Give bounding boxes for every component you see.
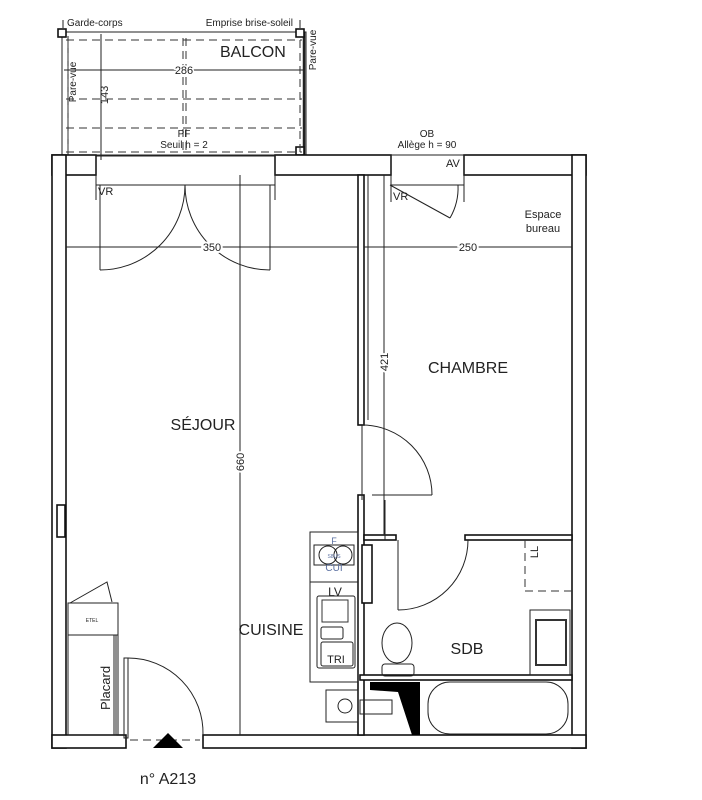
sunshade-label: Emprise brise-soleil: [206, 18, 293, 29]
bedroom-window[interactable]: OB Allège h = 90 AV VR: [389, 129, 465, 219]
balcony-width-dim: 286: [175, 65, 193, 77]
entrance-arrow-icon: [153, 733, 183, 748]
room-label-kitchen: CUISINE: [239, 622, 304, 639]
desk-area-label: Espace: [525, 209, 562, 221]
room-label-living: SÉJOUR: [171, 415, 236, 434]
entrance-door[interactable]: [123, 657, 204, 741]
bedroom-width-dim: 250: [459, 242, 477, 254]
fridge-label: F: [331, 536, 337, 546]
unit-number: n° A213: [140, 771, 196, 788]
kitchen-fixtures: F S8US CUI LV TRI: [309, 531, 393, 723]
hob-label: S8US: [327, 554, 341, 560]
privacy-screen-right: Pare-vue: [308, 29, 319, 70]
panel-label: ETEL: [86, 618, 99, 624]
window-type-ob: OB: [420, 129, 435, 140]
bedroom-depth-dim: 421: [379, 353, 391, 371]
window-sill-ob: Allège h = 90: [398, 140, 457, 151]
window-sill-pf: Seuil h = 2: [160, 140, 208, 151]
wall-radiator: [56, 504, 66, 538]
privacy-screen-left: Pare-vue: [68, 61, 79, 102]
bedroom-door[interactable]: [361, 424, 433, 500]
balcony-depth-dim: 143: [99, 86, 111, 104]
dimensions: 350 250 421 660: [66, 175, 572, 735]
balcony-door[interactable]: VR: [95, 154, 276, 271]
washing-machine-label: LL: [529, 546, 541, 558]
window-type-pf: PF: [178, 129, 191, 140]
closet-label: Placard: [98, 666, 113, 710]
bathroom-door[interactable]: [397, 539, 469, 611]
dishwasher-label: LV: [328, 585, 342, 599]
outer-walls: [51, 154, 587, 749]
balcony-post: [57, 28, 67, 38]
shutter-label: VR: [98, 186, 113, 198]
guardrail-label: Garde-corps: [67, 18, 123, 29]
room-label-bedroom: CHAMBRE: [428, 360, 508, 377]
room-label-bathroom: SDB: [451, 641, 484, 658]
living-width-dim: 350: [203, 242, 221, 254]
balcony-label: BALCON: [220, 44, 286, 61]
balcony-post: [295, 28, 305, 38]
shutter-label: VR: [393, 191, 408, 203]
desk-area-label: bureau: [526, 223, 560, 235]
closet[interactable]: ETEL Placard: [67, 581, 119, 736]
waste-label: TRI: [327, 654, 345, 666]
balcony: Garde-corps Emprise brise-soleil BALCON …: [57, 18, 319, 160]
cooktop-label: CUI: [325, 563, 342, 574]
bathroom-fixtures: LL: [370, 540, 572, 735]
window-av-label: AV: [446, 158, 461, 170]
living-depth-dim: 660: [235, 453, 247, 471]
